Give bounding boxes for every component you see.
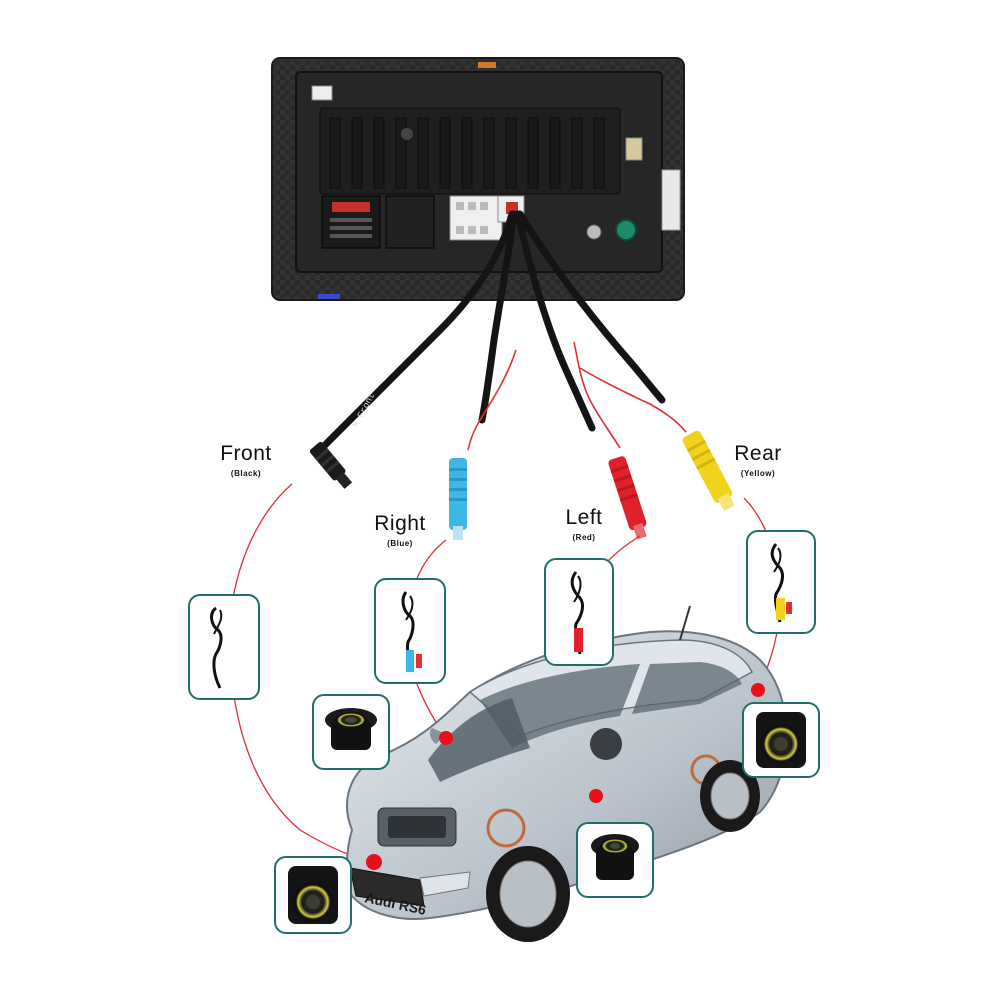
camera-icon [756, 712, 806, 768]
front-mount-dot [366, 854, 382, 870]
cable-icon [401, 591, 422, 673]
label-left-color: (Red) [572, 533, 596, 542]
car-icon [345, 605, 788, 942]
cable-icon [570, 571, 584, 655]
rear-cable-box [746, 530, 816, 634]
label-right-name: Right [374, 512, 426, 535]
label-front-name: Front [220, 442, 272, 465]
rear-mount-dot [751, 683, 765, 697]
label-front-color: (Black) [230, 469, 262, 478]
right-cable-box [374, 578, 446, 684]
label-right-color: (Blue) [387, 539, 413, 548]
label-front: Front (Black) [206, 442, 286, 478]
head-unit-back-icon [271, 57, 685, 301]
left-plug-icon [608, 456, 647, 540]
front-camera-box [274, 856, 352, 934]
label-right: Right (Blue) [360, 512, 440, 548]
label-rear: Rear (Yellow) [718, 442, 798, 478]
cable-icon [770, 543, 792, 623]
camera-icon [591, 834, 639, 880]
cable-icon [210, 606, 223, 689]
front-cable-box [188, 594, 260, 700]
front-plug-icon [309, 441, 353, 489]
label-left-name: Left [565, 506, 603, 529]
left-cable-box [544, 558, 614, 666]
right-plug-icon [449, 458, 467, 540]
rear-plug-icon [682, 430, 735, 511]
left-mount-dot [589, 789, 603, 803]
cable-icon [316, 210, 666, 454]
right-mount-dot [439, 731, 453, 745]
left-camera-box [576, 822, 654, 898]
camera-icon [325, 708, 377, 750]
rear-camera-box [742, 702, 820, 778]
label-left: Left (Red) [544, 506, 624, 542]
camera-icon [288, 866, 338, 924]
right-camera-box [312, 694, 390, 770]
label-rear-name: Rear [734, 442, 782, 465]
label-rear-color: (Yellow) [740, 469, 776, 478]
